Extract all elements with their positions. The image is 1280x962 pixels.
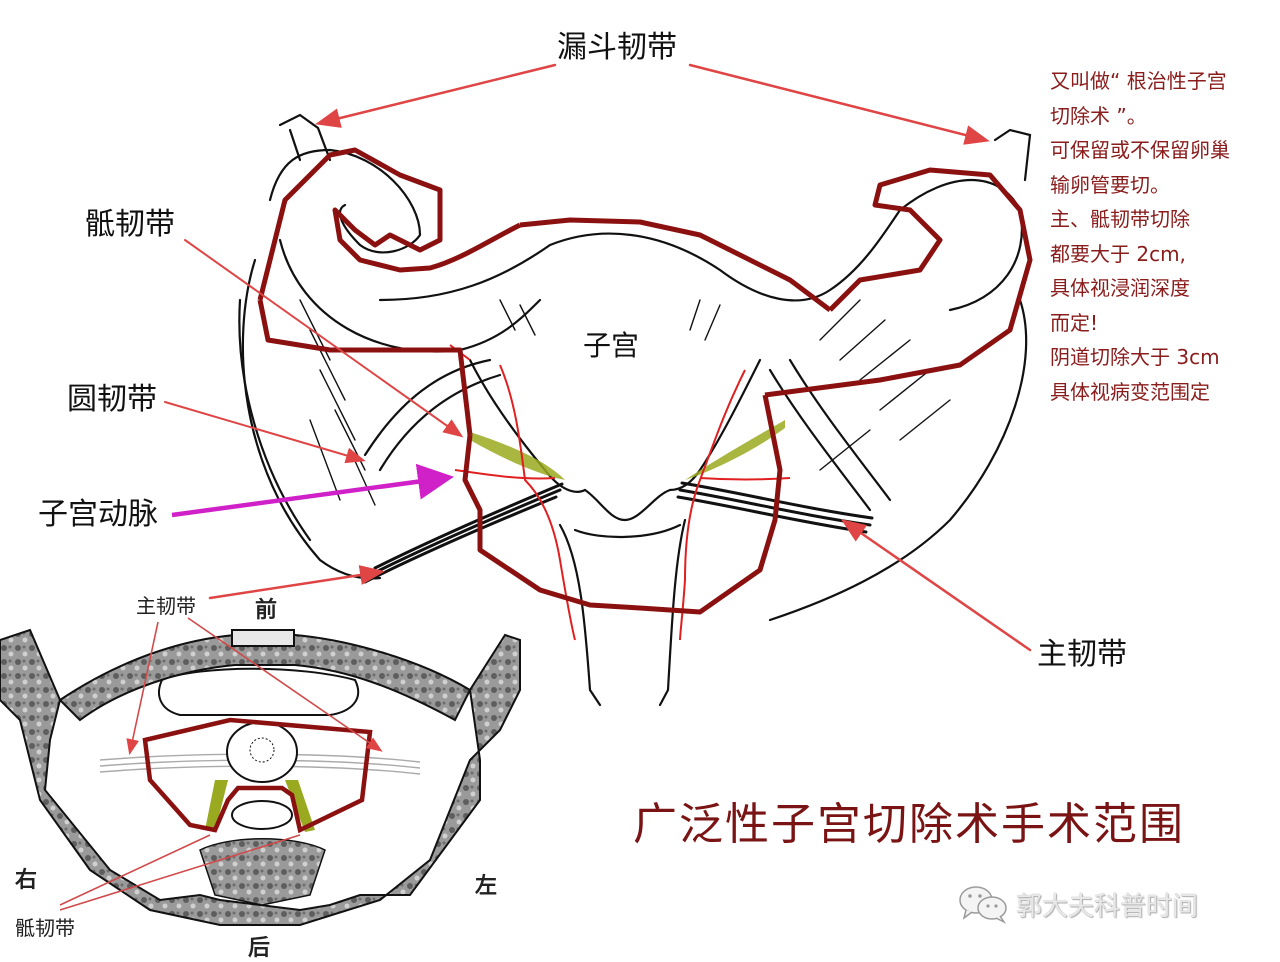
arrow-uterosacral bbox=[184, 239, 464, 438]
label-uterine-artery: 子宫动脉 bbox=[38, 497, 158, 532]
diagram-title: 广泛性子宫切除术手术范围 bbox=[633, 799, 1185, 850]
pelvis-cross-section bbox=[0, 617, 521, 926]
watermark: 郭大夫科普时间 bbox=[958, 884, 1198, 924]
watermark-text: 郭大夫科普时间 bbox=[1016, 891, 1199, 922]
arrow-infundibulopelvic-left bbox=[315, 63, 557, 128]
arrow-round-ligament bbox=[164, 401, 366, 464]
note-line: 又叫做“ 根治性子宫 bbox=[1050, 69, 1227, 93]
label-uterus: 子宫 bbox=[583, 329, 640, 362]
arrow-infundibulopelvic-right bbox=[688, 63, 990, 145]
inset-label-left: 左 bbox=[475, 873, 498, 899]
inset-label-uterosacral-ligament: 骶韧带 bbox=[15, 916, 75, 940]
note-line: 阴道切除大于 3cm bbox=[1050, 345, 1220, 369]
uterus-illustration bbox=[238, 113, 1032, 707]
resection-outline bbox=[257, 147, 1033, 615]
inset-label-right: 右 bbox=[15, 867, 38, 893]
label-infundibulopelvic-ligament: 漏斗韧带 bbox=[557, 30, 677, 65]
inset-label-back: 后 bbox=[248, 935, 271, 961]
label-round-ligament: 圆韧带 bbox=[67, 382, 157, 417]
note-line: 可保留或不保留卵巢 bbox=[1050, 138, 1230, 162]
procedure-notes: 又叫做“ 根治性子宫 切除术 ”。 可保留或不保留卵巢 输卵管要切。 主、骶韧带… bbox=[1050, 64, 1230, 409]
note-line: 具体视浸润深度 bbox=[1050, 276, 1190, 300]
arrow-cardinal-right bbox=[840, 519, 1032, 652]
label-uterosacral-ligament: 骶韧带 bbox=[85, 207, 175, 242]
wechat-icon bbox=[959, 886, 1007, 924]
arrow-cardinal-inset bbox=[208, 565, 385, 600]
note-line: 而定! bbox=[1050, 310, 1099, 335]
inset-label-cardinal-ligament: 主韧带 bbox=[136, 594, 196, 618]
note-line: 具体视病变范围定 bbox=[1050, 379, 1210, 404]
label-cardinal-ligament: 主韧带 bbox=[1037, 637, 1127, 672]
note-line: 切除术 ”。 bbox=[1050, 103, 1147, 128]
note-line: 都要大于 2cm, bbox=[1050, 241, 1186, 266]
pointer-arrows bbox=[164, 63, 1032, 652]
uterosacral-highlight bbox=[470, 420, 785, 480]
arrow-uterine-artery bbox=[171, 463, 454, 518]
note-line: 输卵管要切。 bbox=[1050, 172, 1170, 197]
note-line: 主、骶韧带切除 bbox=[1050, 207, 1190, 231]
inset-label-front: 前 bbox=[255, 597, 278, 623]
